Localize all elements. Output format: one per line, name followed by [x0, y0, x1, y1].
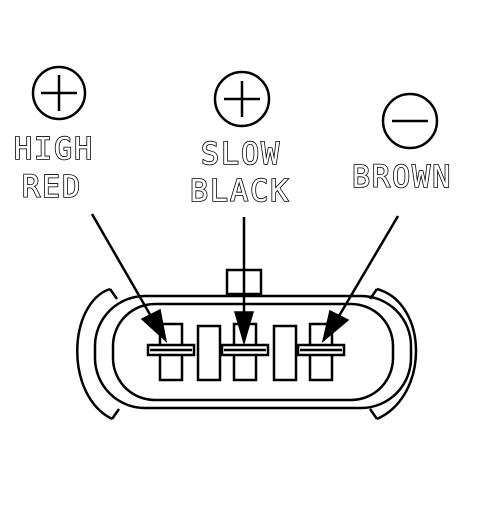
label-red: RED	[22, 170, 82, 205]
polarity-symbol-slow-plus-icon	[213, 70, 271, 128]
contact-bars	[146, 343, 346, 357]
pin-slot-spacer-right	[272, 324, 298, 382]
polarity-symbol-high-plus-icon	[31, 65, 87, 121]
leader-arrow-brown	[321, 215, 400, 344]
label-brown: BROWN	[352, 160, 452, 195]
label-slow: SLOW	[201, 137, 281, 172]
pin-slot-spacer-left	[196, 324, 222, 382]
leader-arrow-slow	[234, 217, 254, 346]
label-black: BLACK	[190, 174, 290, 209]
leader-arrow-high	[90, 213, 168, 344]
polarity-symbol-brown-minus-icon	[381, 92, 439, 150]
label-high: HIGH	[14, 132, 94, 167]
